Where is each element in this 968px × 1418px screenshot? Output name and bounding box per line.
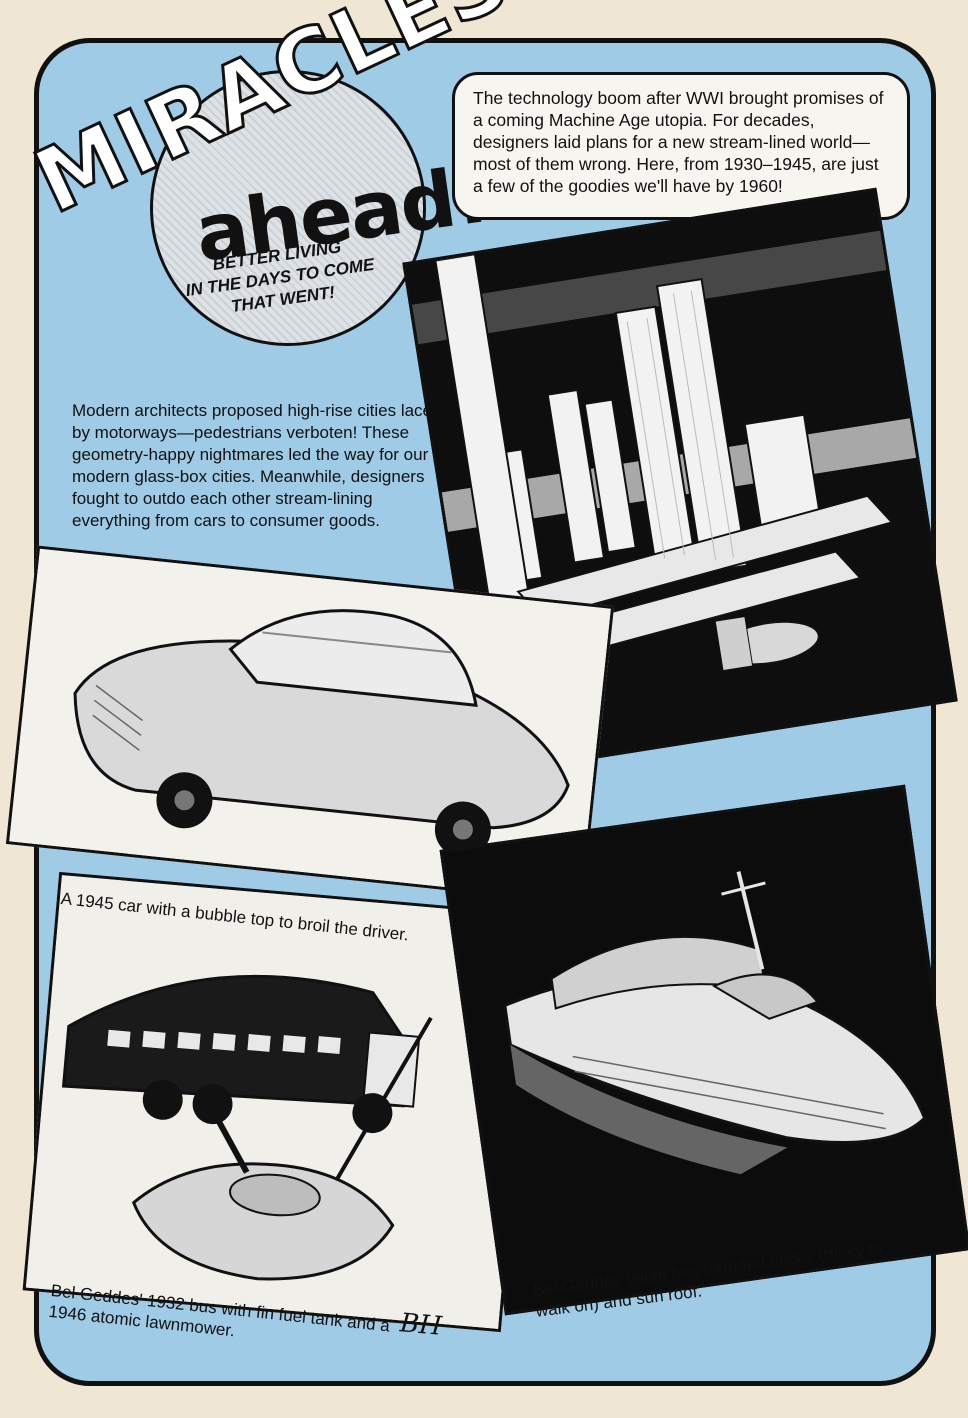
- artist-signature: BH: [398, 1308, 444, 1342]
- yacht-illustration: [442, 787, 968, 1316]
- yacht-illustration-panel: [439, 784, 968, 1316]
- bus-and-lawnmower-illustration: [25, 875, 538, 1333]
- car-illustration-panel: [5, 545, 615, 905]
- title-bubble: [150, 70, 426, 346]
- bubble-car-illustration: [8, 548, 615, 905]
- intro-text-box: The technology boom after WWI brought pr…: [452, 72, 910, 220]
- bus-lawnmower-illustration-panel: [22, 871, 538, 1333]
- architecture-paragraph: Modern architects proposed high-rise cit…: [72, 401, 442, 530]
